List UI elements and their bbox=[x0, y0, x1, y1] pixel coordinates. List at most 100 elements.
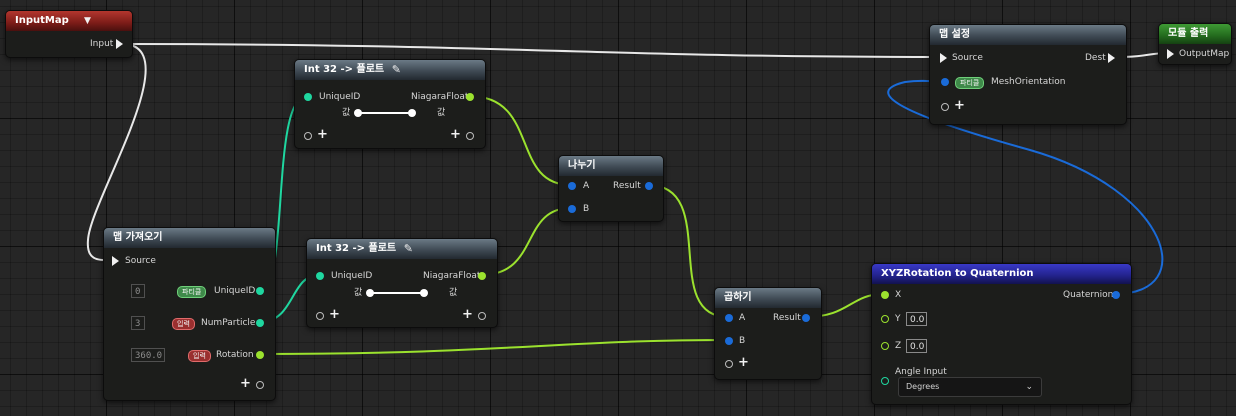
output-module-node[interactable]: 모듈 출력 OutputMap bbox=[1158, 23, 1232, 65]
outputmap-label: OutputMap bbox=[1179, 49, 1230, 59]
slider-right-label: 값 bbox=[437, 108, 446, 118]
input-exec-pin[interactable] bbox=[116, 39, 123, 49]
xyz-to-quaternion-header[interactable]: XYZRotation to Quaternion bbox=[872, 264, 1131, 284]
xyz-to-quaternion-title: XYZRotation to Quaternion bbox=[881, 268, 1034, 279]
angle-input-label: Angle Input bbox=[895, 367, 947, 377]
add-input-plus-icon[interactable]: + bbox=[317, 127, 328, 142]
divide-node[interactable]: 나누기 A Result B bbox=[558, 155, 664, 222]
source-exec-pin[interactable] bbox=[112, 256, 119, 266]
multiply-b-input-pin[interactable] bbox=[725, 337, 733, 345]
wire-rotation-to-multiply-b bbox=[259, 339, 729, 355]
inputmap-node[interactable]: InputMap ▼ Input bbox=[5, 10, 133, 58]
add-output-pin[interactable] bbox=[256, 381, 264, 389]
slider-knob-left-2[interactable] bbox=[366, 289, 374, 297]
add-output-pin-2[interactable] bbox=[478, 312, 486, 320]
dest-exec-pin[interactable] bbox=[1108, 53, 1115, 63]
add-input-plus-icon-2[interactable]: + bbox=[329, 307, 340, 322]
z-input-pin[interactable] bbox=[881, 342, 889, 350]
rotation-output-pin[interactable] bbox=[256, 351, 264, 359]
int-to-float-2-header[interactable]: Int 32 -> 플로트 ✎ bbox=[307, 239, 497, 259]
multiply-a-label: A bbox=[739, 313, 746, 323]
multiply-result-output-pin[interactable] bbox=[802, 314, 810, 322]
add-input-pin-2[interactable] bbox=[316, 312, 324, 320]
wire-input-to-setmap bbox=[121, 43, 941, 58]
multiply-node[interactable]: 곱하기 A Result B + bbox=[714, 287, 822, 380]
uniqueid-input-pin-2[interactable] bbox=[316, 272, 324, 280]
numparticle-default-value[interactable]: 3 bbox=[131, 316, 145, 330]
add-input-pin[interactable] bbox=[725, 360, 733, 368]
source-label: Source bbox=[125, 256, 156, 266]
source-label: Source bbox=[952, 53, 983, 63]
angle-input-dropdown[interactable]: Degrees ⌄ bbox=[898, 377, 1042, 397]
uniqueid-output-label: UniqueID bbox=[214, 286, 256, 296]
value-slider-2[interactable] bbox=[370, 292, 424, 294]
slider-knob-left[interactable] bbox=[354, 109, 362, 117]
add-input-pin[interactable] bbox=[941, 103, 949, 111]
divide-b-input-pin[interactable] bbox=[568, 205, 576, 213]
set-map-header[interactable]: 맵 설정 bbox=[930, 25, 1126, 45]
get-map-node[interactable]: 맵 가져오기 Source 0 파티클 UniqueID 3 입력 NumPar… bbox=[103, 227, 276, 401]
multiply-a-input-pin[interactable] bbox=[725, 314, 733, 322]
get-map-title: 맵 가져오기 bbox=[113, 232, 163, 243]
pencil-icon[interactable]: ✎ bbox=[391, 63, 401, 76]
uniqueid-default-value[interactable]: 0 bbox=[131, 284, 145, 298]
set-map-node[interactable]: 맵 설정 Source Dest 파티클 MeshOrientation + bbox=[929, 24, 1127, 125]
add-input-plus-icon[interactable]: + bbox=[954, 98, 965, 113]
add-input-plus-icon[interactable]: + bbox=[738, 355, 749, 370]
divide-result-output-pin[interactable] bbox=[645, 182, 653, 190]
rotation-output-label: Rotation bbox=[216, 350, 254, 360]
add-output-plus-icon-2[interactable]: + bbox=[462, 307, 473, 322]
slider-left-label-2: 값 bbox=[354, 288, 363, 298]
value-slider[interactable] bbox=[358, 112, 412, 114]
particle-namespace-badge: 파티클 bbox=[177, 286, 207, 298]
int-to-float-1-title: Int 32 -> 플로트 bbox=[304, 64, 385, 75]
multiply-b-label: B bbox=[739, 336, 746, 346]
numparticle-output-pin[interactable] bbox=[256, 319, 264, 327]
add-input-pin[interactable] bbox=[304, 132, 312, 140]
slider-knob-right-2[interactable] bbox=[420, 289, 428, 297]
set-map-title: 맵 설정 bbox=[939, 29, 971, 40]
quaternion-output-pin[interactable] bbox=[1112, 291, 1120, 299]
int-to-float-node-2[interactable]: Int 32 -> 플로트 ✎ UniqueID NiagaraFloat 값 … bbox=[306, 238, 498, 328]
dropdown-arrow-icon[interactable]: ▼ bbox=[84, 16, 91, 26]
uniqueid-output-pin[interactable] bbox=[256, 287, 264, 295]
output-module-header[interactable]: 모듈 출력 bbox=[1159, 24, 1231, 44]
dest-label: Dest bbox=[1085, 53, 1106, 63]
angle-input-pin[interactable] bbox=[881, 377, 889, 385]
slider-knob-right[interactable] bbox=[408, 109, 416, 117]
uniqueid-input-label: UniqueID bbox=[319, 92, 361, 102]
divide-b-label: B bbox=[583, 204, 590, 214]
meshorientation-input-pin[interactable] bbox=[941, 78, 949, 86]
z-label: Z bbox=[895, 341, 902, 351]
xyz-to-quaternion-node[interactable]: XYZRotation to Quaternion X Quaternion Y… bbox=[871, 263, 1132, 405]
int-to-float-1-header[interactable]: Int 32 -> 플로트 ✎ bbox=[295, 60, 485, 80]
y-label: Y bbox=[895, 314, 901, 324]
add-output-plus-icon[interactable]: + bbox=[240, 376, 251, 391]
add-output-pin[interactable] bbox=[466, 132, 474, 140]
quaternion-output-label: Quaternion bbox=[1063, 290, 1114, 300]
int-to-float-node-1[interactable]: Int 32 -> 플로트 ✎ UniqueID NiagaraFloat 값 … bbox=[294, 59, 486, 149]
rotation-default-value[interactable]: 360.0 bbox=[131, 348, 165, 362]
niagarafloat-output-pin[interactable] bbox=[466, 93, 474, 101]
divide-title: 나누기 bbox=[568, 160, 596, 171]
y-value-field[interactable]: 0.0 bbox=[906, 312, 927, 326]
int-to-float-2-title: Int 32 -> 플로트 bbox=[316, 243, 397, 254]
get-map-header[interactable]: 맵 가져오기 bbox=[104, 228, 275, 248]
input-namespace-badge: 입력 bbox=[172, 318, 195, 330]
outputmap-exec-pin[interactable] bbox=[1167, 49, 1174, 59]
niagarafloat-output-label: NiagaraFloat bbox=[411, 92, 469, 102]
pencil-icon[interactable]: ✎ bbox=[403, 242, 413, 255]
y-input-pin[interactable] bbox=[881, 315, 889, 323]
multiply-header[interactable]: 곱하기 bbox=[715, 288, 821, 308]
source-exec-pin[interactable] bbox=[940, 53, 947, 63]
x-input-pin[interactable] bbox=[881, 291, 889, 299]
niagarafloat-output-pin-2[interactable] bbox=[478, 272, 486, 280]
divide-result-label: Result bbox=[613, 181, 641, 191]
divide-a-input-pin[interactable] bbox=[568, 182, 576, 190]
multiply-result-label: Result bbox=[773, 313, 801, 323]
add-output-plus-icon[interactable]: + bbox=[450, 127, 461, 142]
inputmap-header[interactable]: InputMap ▼ bbox=[6, 11, 132, 31]
z-value-field[interactable]: 0.0 bbox=[906, 339, 927, 353]
divide-header[interactable]: 나누기 bbox=[559, 156, 663, 176]
uniqueid-input-pin[interactable] bbox=[304, 93, 312, 101]
